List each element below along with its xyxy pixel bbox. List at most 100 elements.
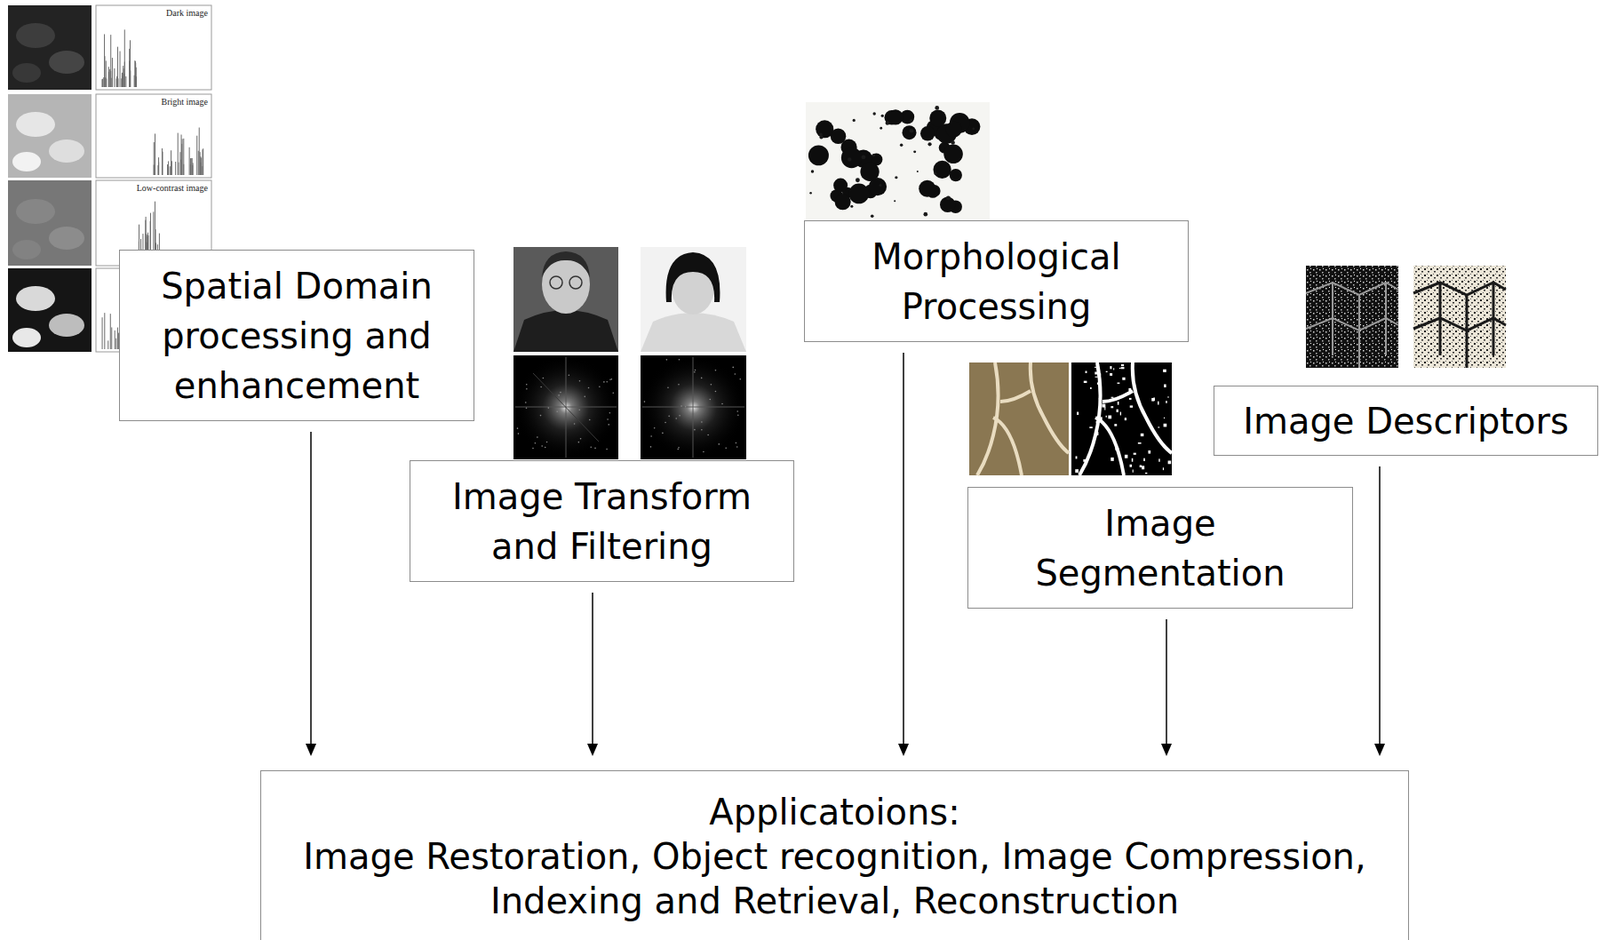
spectrum-dot <box>607 423 610 426</box>
node-title: Image Descriptors <box>1229 396 1583 446</box>
histogram-bar <box>103 55 105 88</box>
histogram-bar <box>177 133 179 176</box>
histogram-bar <box>101 79 103 88</box>
segment-speck <box>1094 366 1098 368</box>
texture-cells <box>1413 282 1506 368</box>
blob <box>841 147 862 168</box>
segment-speck <box>1162 369 1167 373</box>
node-text-group: Spatial Domain processing and enhancemen… <box>136 261 457 411</box>
spectrum-glow <box>513 355 619 460</box>
spectrum-dot <box>525 383 528 386</box>
histogram-bar <box>181 135 183 176</box>
histogram-bar <box>170 150 172 176</box>
histogram-bar <box>179 151 181 176</box>
spectrum-images <box>513 355 747 460</box>
histogram-bar <box>134 60 136 88</box>
histogram-bar <box>198 151 200 176</box>
segment-speck <box>1130 464 1133 468</box>
segment-speck <box>1131 458 1134 462</box>
dark-texture <box>1305 265 1399 368</box>
segmentation-images <box>969 362 1172 476</box>
hair <box>541 251 590 278</box>
histogram-bar <box>105 60 107 88</box>
histogram-bar <box>169 166 171 176</box>
process-box: Image Transform and Filtering <box>409 460 795 582</box>
histogram-bar <box>102 79 104 88</box>
blob-speck <box>850 205 853 208</box>
spectrum <box>513 355 619 460</box>
histogram-bar <box>102 317 104 350</box>
arrow-connector <box>305 431 317 757</box>
spectrum-dot <box>715 369 717 372</box>
spectrum-dot <box>517 432 520 435</box>
spectrum-dots <box>517 358 741 453</box>
histogram-bar <box>191 158 192 176</box>
segment-speck <box>1117 401 1120 406</box>
blob-speck <box>870 214 875 218</box>
histogram-bar <box>135 61 136 88</box>
process-box: Spatial Domain processing and enhancemen… <box>119 249 475 422</box>
photo-background <box>640 246 747 352</box>
segment-speck <box>1110 405 1114 408</box>
histogram-bar <box>117 327 119 350</box>
spectrum-dot <box>732 366 734 369</box>
histogram-bar <box>201 149 203 176</box>
histogram-panel <box>95 5 212 90</box>
node-text-group: Image Descriptors <box>1229 396 1583 446</box>
segment-speck <box>1162 467 1164 470</box>
spectrum-dot <box>707 434 709 437</box>
spectrum-dot <box>559 391 562 394</box>
segment-speck <box>1138 442 1142 445</box>
spectrum-dot <box>677 383 680 386</box>
blob <box>943 143 964 164</box>
spectrum-dot <box>739 378 741 381</box>
blob-speck <box>971 127 975 131</box>
node-title: Image Transform and Filtering <box>427 471 777 572</box>
node-title: Applicatoions: <box>288 789 1381 835</box>
histogram-bar <box>175 161 176 176</box>
histogram-bar <box>108 66 110 88</box>
spectrum-dot <box>700 377 703 380</box>
histogram-bar <box>182 138 184 176</box>
blob-speck <box>847 157 852 161</box>
histogram-bar <box>103 77 104 88</box>
applications-box: Applicatoions:Image Restoration, Object … <box>260 770 1409 940</box>
connector-line <box>310 431 312 745</box>
blob-speck <box>913 150 916 153</box>
segment-speck <box>1097 382 1099 384</box>
histogram-bar <box>202 148 204 176</box>
histogram-bar <box>129 39 131 88</box>
segment-speck <box>1111 397 1115 399</box>
spectrum-dot <box>735 442 738 445</box>
blob <box>835 193 852 210</box>
segment-speck <box>1098 398 1101 399</box>
segment-speck <box>1109 366 1112 369</box>
histogram-bar <box>153 142 155 176</box>
bean <box>48 50 85 74</box>
blob <box>932 160 951 179</box>
segment-speck <box>1085 371 1088 374</box>
histogram-bar <box>111 57 113 88</box>
segment-speck <box>1168 460 1172 464</box>
segment-speck <box>1157 426 1160 428</box>
histogram-bar <box>110 34 112 88</box>
spectrum-dot <box>568 374 571 376</box>
spectrum-dot <box>693 371 696 374</box>
segment-speck <box>1076 412 1079 415</box>
vessel-image <box>969 362 1069 476</box>
spectrum-dot <box>715 390 717 393</box>
blob <box>918 180 936 198</box>
node-text-group: Morphological Processing <box>821 231 1171 332</box>
segment-speck <box>1113 367 1115 370</box>
histogram-bar <box>114 330 116 350</box>
segment-speck <box>1117 382 1121 384</box>
blob <box>848 183 869 205</box>
spectrum-dot <box>676 448 679 451</box>
segment-speck <box>1110 457 1114 462</box>
spectrum-dot <box>700 421 703 423</box>
spectrum-dot <box>717 443 720 446</box>
histogram-bar <box>167 160 169 176</box>
histogram-caption: Bright image <box>160 96 210 107</box>
spectrum-dot <box>737 414 740 417</box>
histogram-bar <box>125 76 127 88</box>
